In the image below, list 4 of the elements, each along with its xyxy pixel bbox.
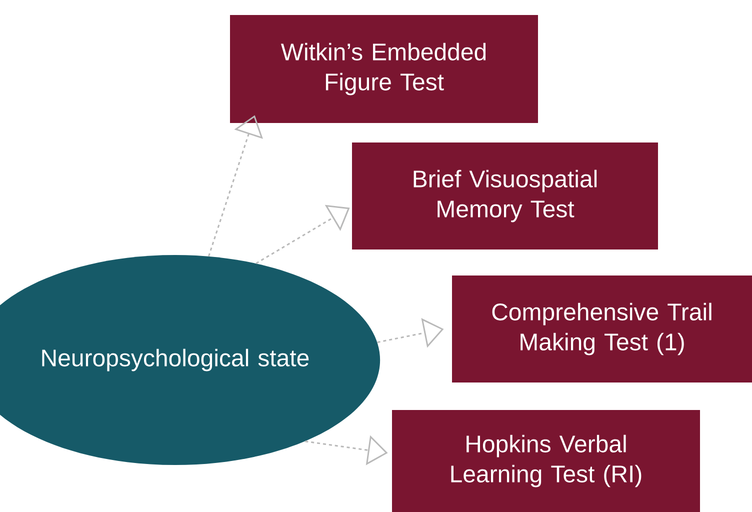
test-box: Witkin’s Embedded Figure Test (230, 15, 538, 123)
test-box: Comprehensive Trail Making Test (1) (452, 276, 752, 382)
test-box: Hopkins Verbal Learning Test (RI) (392, 410, 700, 512)
test-box: Brief Visuospatial Memory Test (352, 142, 658, 250)
